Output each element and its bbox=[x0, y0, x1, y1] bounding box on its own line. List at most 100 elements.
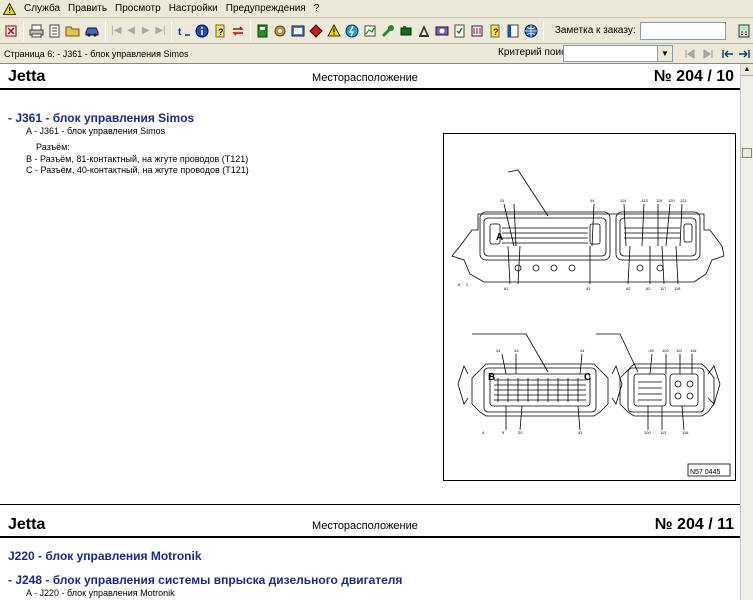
order-note-input[interactable] bbox=[639, 21, 726, 40]
chevron-down-icon[interactable]: ▼ bbox=[657, 46, 672, 61]
globe-icon[interactable] bbox=[523, 21, 539, 40]
register-icon[interactable] bbox=[505, 21, 521, 40]
search-criteria-label: Критерий поиска: bbox=[498, 47, 580, 58]
document-icon[interactable] bbox=[47, 21, 62, 40]
parts-icon[interactable] bbox=[308, 21, 324, 40]
svg-text:114: 114 bbox=[620, 198, 627, 203]
page-section-title-2: Месторасположение bbox=[312, 520, 418, 532]
svg-text:117: 117 bbox=[660, 286, 667, 291]
menu-settings[interactable]: Настройки bbox=[168, 2, 218, 14]
diagram-label-a: A bbox=[496, 232, 503, 243]
menu-help[interactable]: ? bbox=[313, 2, 320, 14]
first-page-icon[interactable]: |◀ bbox=[111, 24, 122, 36]
scroll-thumb[interactable] bbox=[742, 148, 752, 158]
diagram-label-c: C bbox=[584, 372, 591, 383]
info-icon[interactable] bbox=[194, 21, 210, 40]
menu-service[interactable]: Служба bbox=[24, 2, 61, 14]
svg-text:120: 120 bbox=[668, 198, 675, 203]
electrical-icon[interactable] bbox=[344, 21, 360, 40]
car-icon[interactable] bbox=[83, 21, 101, 40]
wiring-icon[interactable] bbox=[469, 21, 485, 40]
svg-text:119: 119 bbox=[656, 198, 663, 203]
dashboard-icon[interactable] bbox=[434, 21, 450, 40]
search-criteria-select[interactable]: ▼ bbox=[563, 45, 673, 62]
svg-text:?: ? bbox=[218, 27, 224, 37]
menu-edit[interactable]: Править bbox=[68, 2, 108, 14]
warning-icon bbox=[2, 2, 16, 15]
svg-text:8: 8 bbox=[458, 282, 461, 287]
svg-text:-113: -113 bbox=[640, 198, 648, 203]
page-separator bbox=[0, 504, 740, 505]
scroll-up-icon[interactable]: ▲ bbox=[741, 64, 753, 76]
page-number: № 204 / 10 bbox=[653, 68, 734, 85]
menu-warnings[interactable]: Предупреждения bbox=[225, 2, 306, 14]
exit-icon[interactable] bbox=[3, 21, 19, 40]
connector-label: Разъём: bbox=[36, 142, 70, 152]
svg-text:113: 113 bbox=[660, 430, 667, 435]
legend-item-a-2: A - J220 - блок управления Motronik bbox=[26, 588, 175, 598]
section-heading-3: - J248 - блок управления системы впрыска… bbox=[8, 573, 403, 587]
help-icon[interactable]: ? bbox=[212, 21, 228, 40]
next-page-icon[interactable]: ▶ bbox=[141, 24, 150, 36]
catalog-icon[interactable] bbox=[290, 21, 306, 40]
page-info: Страница 6: - J361 - блок управления Sim… bbox=[4, 48, 189, 59]
document-view[interactable]: Jetta Месторасположение № 204 / 10 - J36… bbox=[0, 64, 740, 600]
svg-text:2: 2 bbox=[466, 282, 469, 287]
print-icon[interactable] bbox=[28, 21, 45, 40]
section-heading: - J361 - блок управления Simos bbox=[8, 111, 195, 125]
warning-triangle-icon[interactable] bbox=[326, 21, 342, 40]
toolbar: |◀ ◀ ▶ ▶| t ? ? Заметка к заказу: bbox=[0, 18, 753, 44]
page-car-model: Jetta bbox=[8, 68, 46, 85]
vertical-scrollbar[interactable]: ▲ bbox=[740, 64, 753, 600]
svg-text:121: 121 bbox=[680, 198, 687, 203]
diagram-icon[interactable] bbox=[362, 21, 378, 40]
page-number-2: № 204 / 11 bbox=[654, 516, 734, 533]
page-car-model-2: Jetta bbox=[8, 516, 46, 533]
svg-text:115: 115 bbox=[690, 348, 697, 353]
first-hit-icon[interactable] bbox=[719, 45, 737, 63]
diagram-reference: N57 0445 bbox=[690, 469, 720, 476]
svg-text:43: 43 bbox=[578, 430, 583, 435]
search-back-icon[interactable] bbox=[681, 45, 699, 63]
svg-text:61: 61 bbox=[504, 286, 509, 291]
calculator-icon[interactable] bbox=[736, 21, 752, 40]
svg-text:43: 43 bbox=[586, 286, 591, 291]
legend-item-c: C - Разъём, 40-контактный, на жгуте пров… bbox=[26, 165, 249, 175]
folder-icon[interactable] bbox=[64, 21, 81, 40]
checklist-icon[interactable] bbox=[452, 21, 467, 40]
menu-view[interactable]: Просмотр bbox=[115, 2, 161, 14]
svg-text:24: 24 bbox=[496, 348, 501, 353]
diagram-label-b: B bbox=[488, 372, 495, 383]
menu-bar: Служба Править Просмотр Настройки Предуп… bbox=[0, 0, 753, 18]
svg-text:?: ? bbox=[493, 27, 499, 37]
svg-text:116: 116 bbox=[682, 430, 689, 435]
swap-icon[interactable] bbox=[230, 21, 246, 40]
last-hit-icon[interactable] bbox=[735, 45, 753, 63]
page-header-2: Jetta Месторасположение № 204 / 11 bbox=[0, 514, 740, 538]
back-icon[interactable]: t bbox=[176, 21, 192, 40]
engine-icon[interactable] bbox=[398, 21, 414, 40]
last-page-icon[interactable]: ▶| bbox=[155, 24, 166, 36]
prev-page-icon[interactable]: ◀ bbox=[127, 24, 135, 36]
svg-text:24: 24 bbox=[500, 198, 505, 203]
book-icon[interactable] bbox=[255, 21, 270, 40]
svg-text:111: 111 bbox=[676, 348, 683, 353]
svg-text:44: 44 bbox=[580, 348, 585, 353]
tools-icon[interactable] bbox=[272, 21, 288, 40]
jack-icon[interactable] bbox=[416, 21, 432, 40]
order-note-label: Заметка к заказу: bbox=[554, 25, 636, 36]
section-heading-2: J220 - блок управления Motronik bbox=[8, 549, 202, 563]
page-header: Jetta Месторасположение № 204 / 10 bbox=[0, 66, 740, 90]
search-forward-icon[interactable] bbox=[699, 45, 717, 63]
svg-text:43: 43 bbox=[514, 348, 519, 353]
legend-item-a: A - J361 - блок управления Simos bbox=[26, 126, 166, 136]
page-section-title: Месторасположение bbox=[312, 72, 418, 84]
svg-text:82: 82 bbox=[646, 286, 651, 291]
hint-icon[interactable]: ? bbox=[487, 21, 503, 40]
svg-text:4: 4 bbox=[482, 430, 485, 435]
svg-text:-49: -49 bbox=[648, 348, 655, 353]
maintenance-icon[interactable] bbox=[380, 21, 396, 40]
legend-item-b: B - Разъём, 81-контактный, на жгуте пров… bbox=[26, 154, 249, 164]
